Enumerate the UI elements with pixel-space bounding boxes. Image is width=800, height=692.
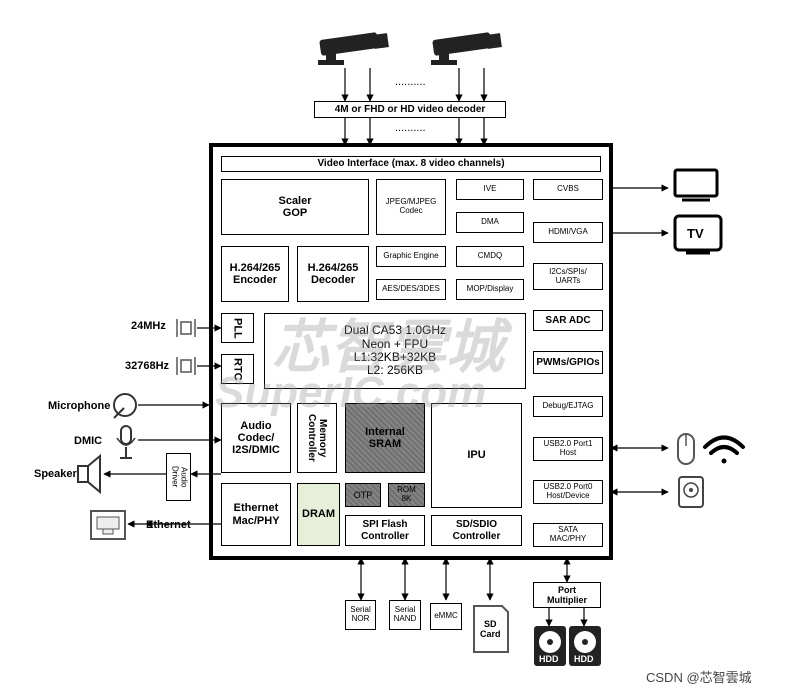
- rtc: RTC: [221, 354, 254, 384]
- camera-icon: [431, 32, 502, 65]
- i2c-spi-uart: I2Cs/SPIs/ UARTs: [533, 263, 603, 290]
- ethernet-label: Ethernet: [146, 519, 191, 531]
- scaler-gop: Scaler GOP: [221, 179, 369, 235]
- hdd-label-2: HDD: [574, 654, 594, 664]
- video-interface: Video Interface (max. 8 video channels): [221, 156, 601, 172]
- clock-24mhz: 24MHz: [131, 320, 166, 332]
- wifi-icon: [703, 435, 745, 464]
- dmic-label: DMIC: [74, 435, 103, 447]
- otp: OTP: [345, 483, 381, 507]
- crystal-icon: [176, 357, 196, 375]
- graphic-engine: Graphic Engine: [376, 246, 446, 267]
- sar-adc: SAR ADC: [533, 310, 603, 331]
- pll: PLL: [221, 313, 254, 343]
- emmc: eMMC: [430, 603, 462, 630]
- sd-sdio-controller: SD/SDIO Controller: [431, 515, 522, 546]
- hdd-icon: [534, 626, 566, 666]
- cpu-core: Dual CA53 1.0GHz Neon + FPU L1:32KB+32KB…: [264, 313, 526, 389]
- hdmi-vga: HDMI/VGA: [533, 222, 603, 243]
- channel-ellipsis: ..........: [395, 122, 426, 134]
- soc-border: [209, 143, 613, 560]
- sd-card-label: SD Card: [480, 619, 501, 639]
- camera-icon: [318, 32, 389, 65]
- audio-driver: Audio Driver: [166, 453, 191, 501]
- microphone-icon: [116, 425, 136, 459]
- h264-decoder: H.264/265 Decoder: [297, 246, 369, 302]
- hdd-icon: [678, 476, 704, 508]
- hdd-icon: [569, 626, 601, 666]
- speaker-icon: [77, 453, 101, 495]
- usb-port1: USB2.0 Port1 Host: [533, 437, 603, 461]
- crystal-icon: [176, 319, 196, 337]
- internal-sram: Internal SRAM: [345, 403, 425, 473]
- mop-display: MOP/Display: [456, 279, 524, 300]
- serial-nor: Serial NOR: [345, 600, 376, 630]
- bottom-arrows: [357, 557, 588, 627]
- aes-des: AES/DES/3DES: [376, 279, 446, 300]
- video-decoder: 4M or FHD or HD video decoder: [314, 101, 506, 118]
- ive: IVE: [456, 179, 524, 200]
- hdd-label-1: HDD: [539, 654, 559, 664]
- sd-card-icon: [473, 605, 509, 653]
- h264-encoder: H.264/265 Encoder: [221, 246, 289, 302]
- left-arrows: [103, 324, 222, 528]
- mouse-icon: [677, 433, 695, 465]
- port-multiplier: Port Multiplier: [533, 582, 601, 608]
- sata: SATA MAC/PHY: [533, 523, 603, 547]
- debug-ejtag: Debug/EJTAG: [533, 396, 603, 417]
- jpeg-codec: JPEG/MJPEG Codec: [376, 179, 446, 235]
- tv-icon: [673, 214, 723, 255]
- microphone-icon: [113, 393, 137, 419]
- usb-port0: USB2.0 Port0 Host/Device: [533, 480, 603, 504]
- serial-nand: Serial NAND: [389, 600, 421, 630]
- audio-codec: Audio Codec/ I2S/DMIC: [221, 403, 291, 473]
- csdn-credit: CSDN @芯智雲城: [646, 670, 752, 685]
- camera-arrows: [341, 68, 488, 146]
- ipu: IPU: [431, 403, 522, 508]
- clock-32768hz: 32768Hz: [125, 360, 170, 372]
- speaker-label: Speaker: [34, 468, 77, 480]
- camera-ellipsis: ..........: [395, 76, 426, 88]
- cmdq: CMDQ: [456, 246, 524, 267]
- rom: ROM 8K: [388, 483, 425, 507]
- memory-controller: Memory Controller: [297, 403, 337, 473]
- pwm-gpio: PWMs/GPIOs: [533, 351, 603, 374]
- dram: DRAM: [297, 483, 340, 546]
- tv-label: TV: [687, 226, 704, 241]
- ethernet-port-icon: [90, 510, 126, 540]
- right-arrows: [563, 184, 669, 583]
- cvbs: CVBS: [533, 179, 603, 200]
- dma: DMA: [456, 212, 524, 233]
- spi-flash-controller: SPI Flash Controller: [345, 515, 425, 546]
- monitor-icon: [673, 168, 719, 202]
- microphone-label: Microphone: [48, 400, 111, 412]
- ethernet-mac-phy: Ethernet Mac/PHY: [221, 483, 291, 546]
